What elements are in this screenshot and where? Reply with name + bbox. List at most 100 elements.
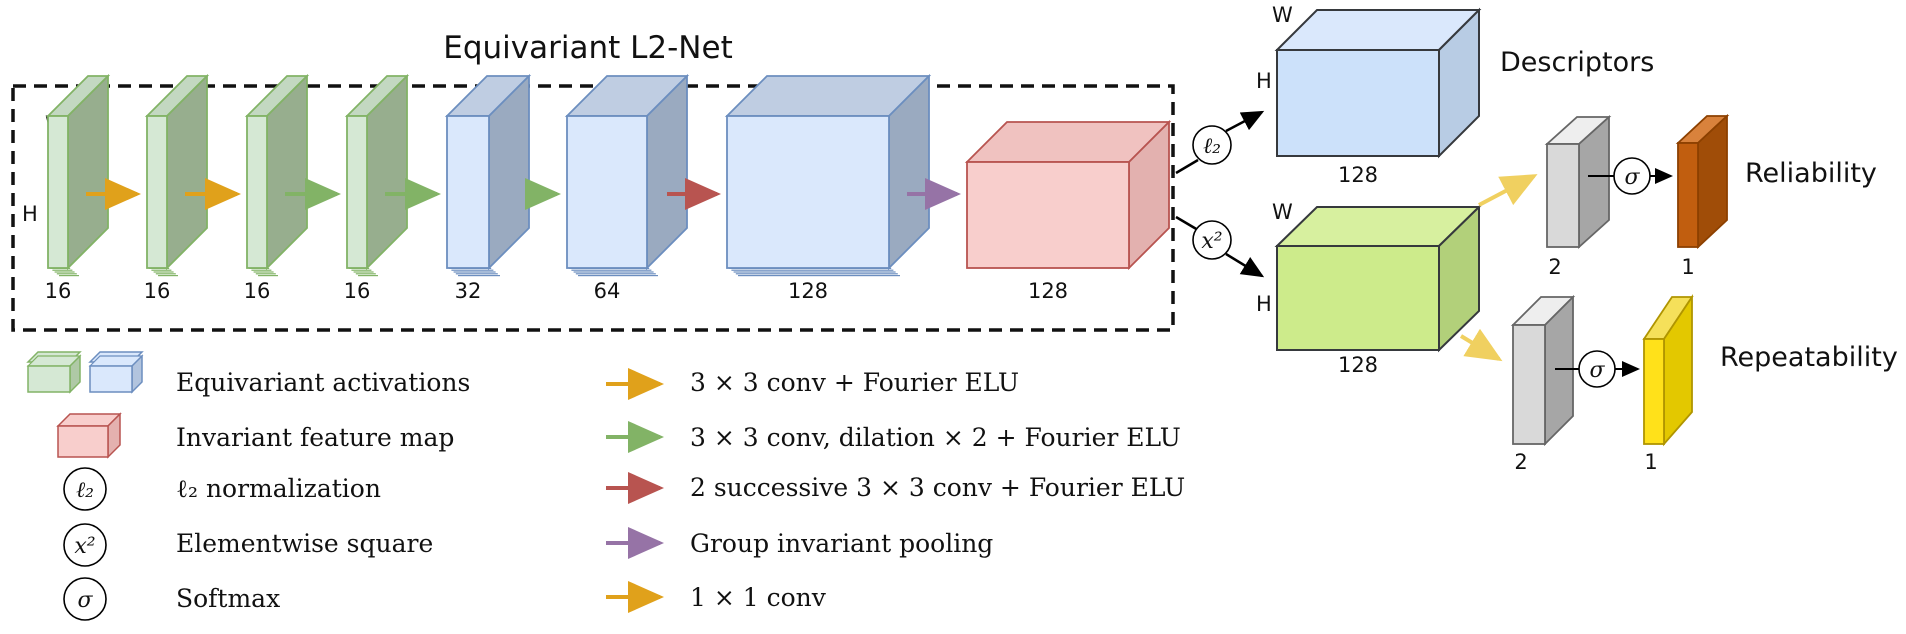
- legend-invariant-icon: [56, 412, 122, 459]
- block-layer-edge: [155, 273, 176, 275]
- legend-invariant-text: Invariant feature map: [176, 423, 454, 452]
- repeatability-input-map: [1510, 294, 1576, 447]
- block-layer-edge: [351, 269, 372, 271]
- legend-arrow-text-1: 3 × 3 conv, dilation × 2 + Fourier ELU: [690, 423, 1181, 452]
- arrow-to-reliability: [1478, 174, 1538, 207]
- legend-sigma-symbol: σ: [77, 588, 93, 613]
- descriptor-map-front: [1276, 49, 1440, 157]
- block-layer-edge: [735, 273, 898, 275]
- block-layer-edge: [153, 271, 174, 273]
- legend-x2-icon: [63, 523, 107, 567]
- legend-arrow-text-2: 2 successive 3 × 3 conv + Fourier ELU: [690, 473, 1185, 502]
- l2-node: [1192, 125, 1232, 165]
- detector-width-label: W: [1272, 200, 1293, 224]
- channel-label-8: 128: [1028, 279, 1068, 303]
- channel-label-2: 16: [144, 279, 171, 303]
- block-layer-edge: [353, 271, 374, 273]
- feature-block-1: [45, 73, 111, 277]
- block-front-face: [346, 115, 368, 269]
- block-layer-edge: [54, 271, 75, 273]
- block-layer-edge: [573, 271, 654, 273]
- arrow-to-repeatability: [1459, 328, 1503, 362]
- detector-map-front: [1276, 245, 1440, 351]
- descriptor-map: [1274, 7, 1482, 159]
- x2-node-label: x²: [1201, 229, 1222, 254]
- legend-x2-text: Elementwise square: [176, 529, 433, 558]
- block-layer-edge: [255, 273, 276, 275]
- feature-block-6: [564, 73, 690, 277]
- legend-sigma-text: Softmax: [176, 584, 280, 613]
- block-layer-edge: [453, 271, 496, 273]
- block-front-face: [246, 115, 268, 269]
- block-front-face: [446, 115, 490, 269]
- detector-height-label: H: [1256, 292, 1272, 316]
- channel-label-7: 128: [788, 279, 828, 303]
- height-label: H: [22, 202, 38, 226]
- descriptor-channels: 128: [1338, 163, 1378, 187]
- block-front-face: [726, 115, 890, 269]
- channel-label-4: 16: [344, 279, 371, 303]
- block-front-face: [566, 115, 648, 269]
- block-layer-edge: [578, 275, 658, 277]
- feature-block-3: [244, 73, 310, 277]
- feature-block-4: [344, 73, 410, 277]
- feature-blocks: [45, 73, 1172, 277]
- reliability-input-map: [1544, 114, 1612, 250]
- block-layer-edge: [458, 275, 500, 277]
- feature-block-7: [724, 73, 932, 277]
- block-front-face: [146, 115, 168, 269]
- reliability-in-channels: 2: [1548, 255, 1561, 279]
- feature-block-5: [444, 73, 532, 277]
- repeatability-in-channels: 2: [1514, 450, 1527, 474]
- legend-arrow-text-0: 3 × 3 conv + Fourier ELU: [690, 368, 1019, 397]
- channel-label-5: 32: [455, 279, 482, 303]
- repeatability-output-map: [1642, 294, 1694, 447]
- descriptor-height-label: H: [1256, 69, 1272, 93]
- block-layer-edge: [355, 273, 376, 275]
- network-frame: [11, 84, 1175, 332]
- channel-label-1: 16: [45, 279, 72, 303]
- block-layer-edge: [733, 271, 896, 273]
- block-layer-edge: [451, 269, 494, 271]
- reliability-label: Reliability: [1745, 158, 1877, 189]
- legend-sigma-icon: [63, 577, 107, 621]
- feature-block-8: [964, 119, 1172, 271]
- repeatability-label: Repeatability: [1720, 342, 1898, 373]
- branch-line-detector: [1175, 215, 1199, 232]
- channel-label-6: 64: [594, 279, 621, 303]
- legend-x2-symbol: x²: [74, 534, 95, 559]
- legend-equivariant-text: Equivariant activations: [176, 368, 470, 397]
- block-layer-edge: [52, 269, 73, 271]
- block-layer-edge: [358, 275, 378, 277]
- reliability-sigma-label: σ: [1624, 165, 1640, 190]
- block-layer-edge: [158, 275, 178, 277]
- legend-equivariant-icon: [26, 351, 144, 394]
- arrow-to-detector: [1225, 252, 1265, 278]
- block-layer-edge: [731, 269, 894, 271]
- channel-label-3: 16: [244, 279, 271, 303]
- block-layer-edge: [738, 275, 900, 277]
- block-front-face: [966, 161, 1130, 269]
- branch-line-descriptors: [1175, 158, 1199, 175]
- block-front-face: [47, 115, 69, 269]
- repeatability-sigma-label: σ: [1589, 358, 1605, 383]
- legend-arrow-text-4: 1 × 1 conv: [690, 583, 827, 612]
- block-layer-edge: [251, 269, 272, 271]
- descriptor-width-label: W: [1272, 3, 1293, 27]
- block-layer-edge: [571, 269, 652, 271]
- legend-l2-text: ℓ₂ normalization: [176, 474, 381, 503]
- legend-l2-icon: [63, 467, 107, 511]
- x2-node: [1192, 220, 1232, 260]
- reliability-output-map: [1675, 113, 1730, 250]
- feature-block-2: [144, 73, 210, 277]
- arrow-to-descriptors: [1225, 110, 1265, 133]
- legend-arrows: [606, 368, 664, 613]
- descriptors-label: Descriptors: [1500, 47, 1654, 78]
- legend-arrow-text-3: Group invariant pooling: [690, 529, 993, 558]
- block-layer-edge: [258, 275, 278, 277]
- block-layer-edge: [455, 273, 498, 275]
- l2-node-label: ℓ₂: [1203, 134, 1221, 159]
- reliability-out-channels: 1: [1681, 255, 1694, 279]
- block-layer-edge: [56, 273, 77, 275]
